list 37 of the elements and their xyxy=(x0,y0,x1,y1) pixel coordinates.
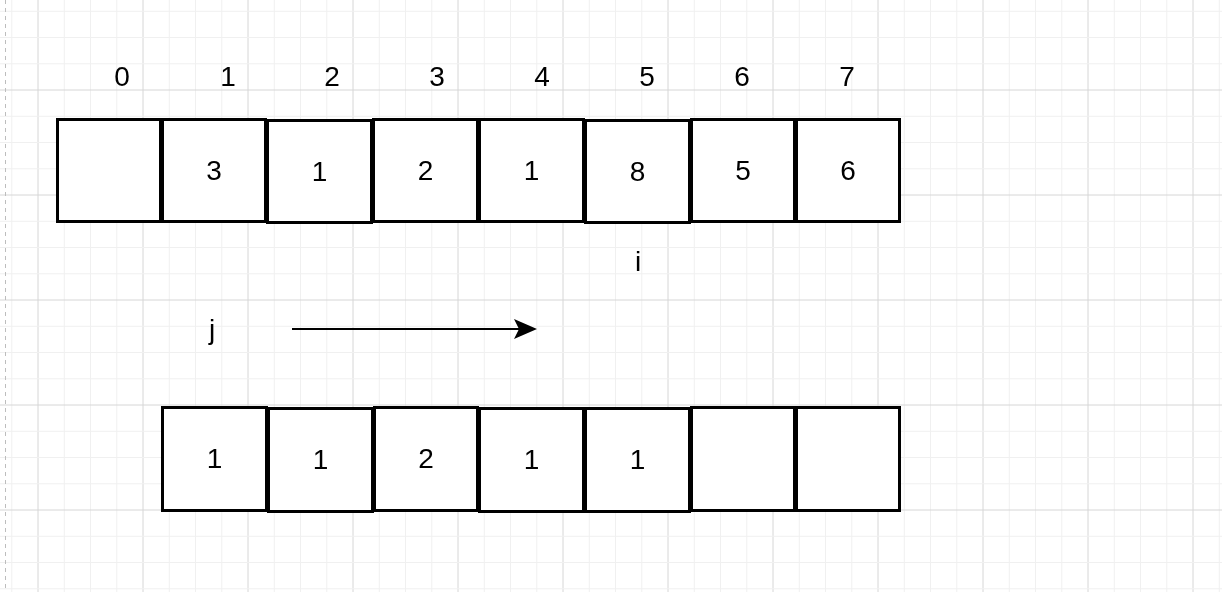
cell-value: 3 xyxy=(206,156,222,185)
array-cell xyxy=(690,406,796,512)
array-cell xyxy=(584,407,691,513)
index-label: 4 xyxy=(534,63,550,91)
cell-value: 1 xyxy=(523,156,540,185)
array-cell xyxy=(372,118,479,223)
cell-value: 5 xyxy=(735,156,751,185)
cell-value: 8 xyxy=(629,157,646,186)
cell-value: 2 xyxy=(418,445,434,473)
pointer-label: j xyxy=(208,316,216,344)
cell-value: 1 xyxy=(312,446,329,474)
array-cell xyxy=(795,406,901,512)
index-label: 0 xyxy=(114,63,130,91)
array-cell xyxy=(373,406,479,512)
pointer-label: i xyxy=(634,248,642,276)
index-label: 7 xyxy=(839,63,855,91)
index-label: 6 xyxy=(734,63,750,91)
array-cell xyxy=(690,118,796,223)
array-cell xyxy=(56,118,162,223)
cell-value: 1 xyxy=(311,157,328,186)
cell-value: 1 xyxy=(206,445,223,473)
array-cell xyxy=(266,119,373,224)
index-label: 2 xyxy=(324,63,340,91)
array-cell xyxy=(584,119,691,224)
index-label: 3 xyxy=(429,63,445,91)
array-cell xyxy=(161,118,267,223)
index-label: 5 xyxy=(639,63,655,91)
cell-value: 2 xyxy=(417,156,434,185)
cell-value: 6 xyxy=(840,156,856,185)
array-cell xyxy=(267,407,374,513)
array-cell xyxy=(478,118,585,223)
array-cell xyxy=(161,406,268,512)
cell-value: 1 xyxy=(523,446,540,474)
index-label: 1 xyxy=(220,63,236,91)
array-cell xyxy=(795,118,901,223)
cell-value: 1 xyxy=(629,446,646,474)
array-cell xyxy=(478,407,585,513)
